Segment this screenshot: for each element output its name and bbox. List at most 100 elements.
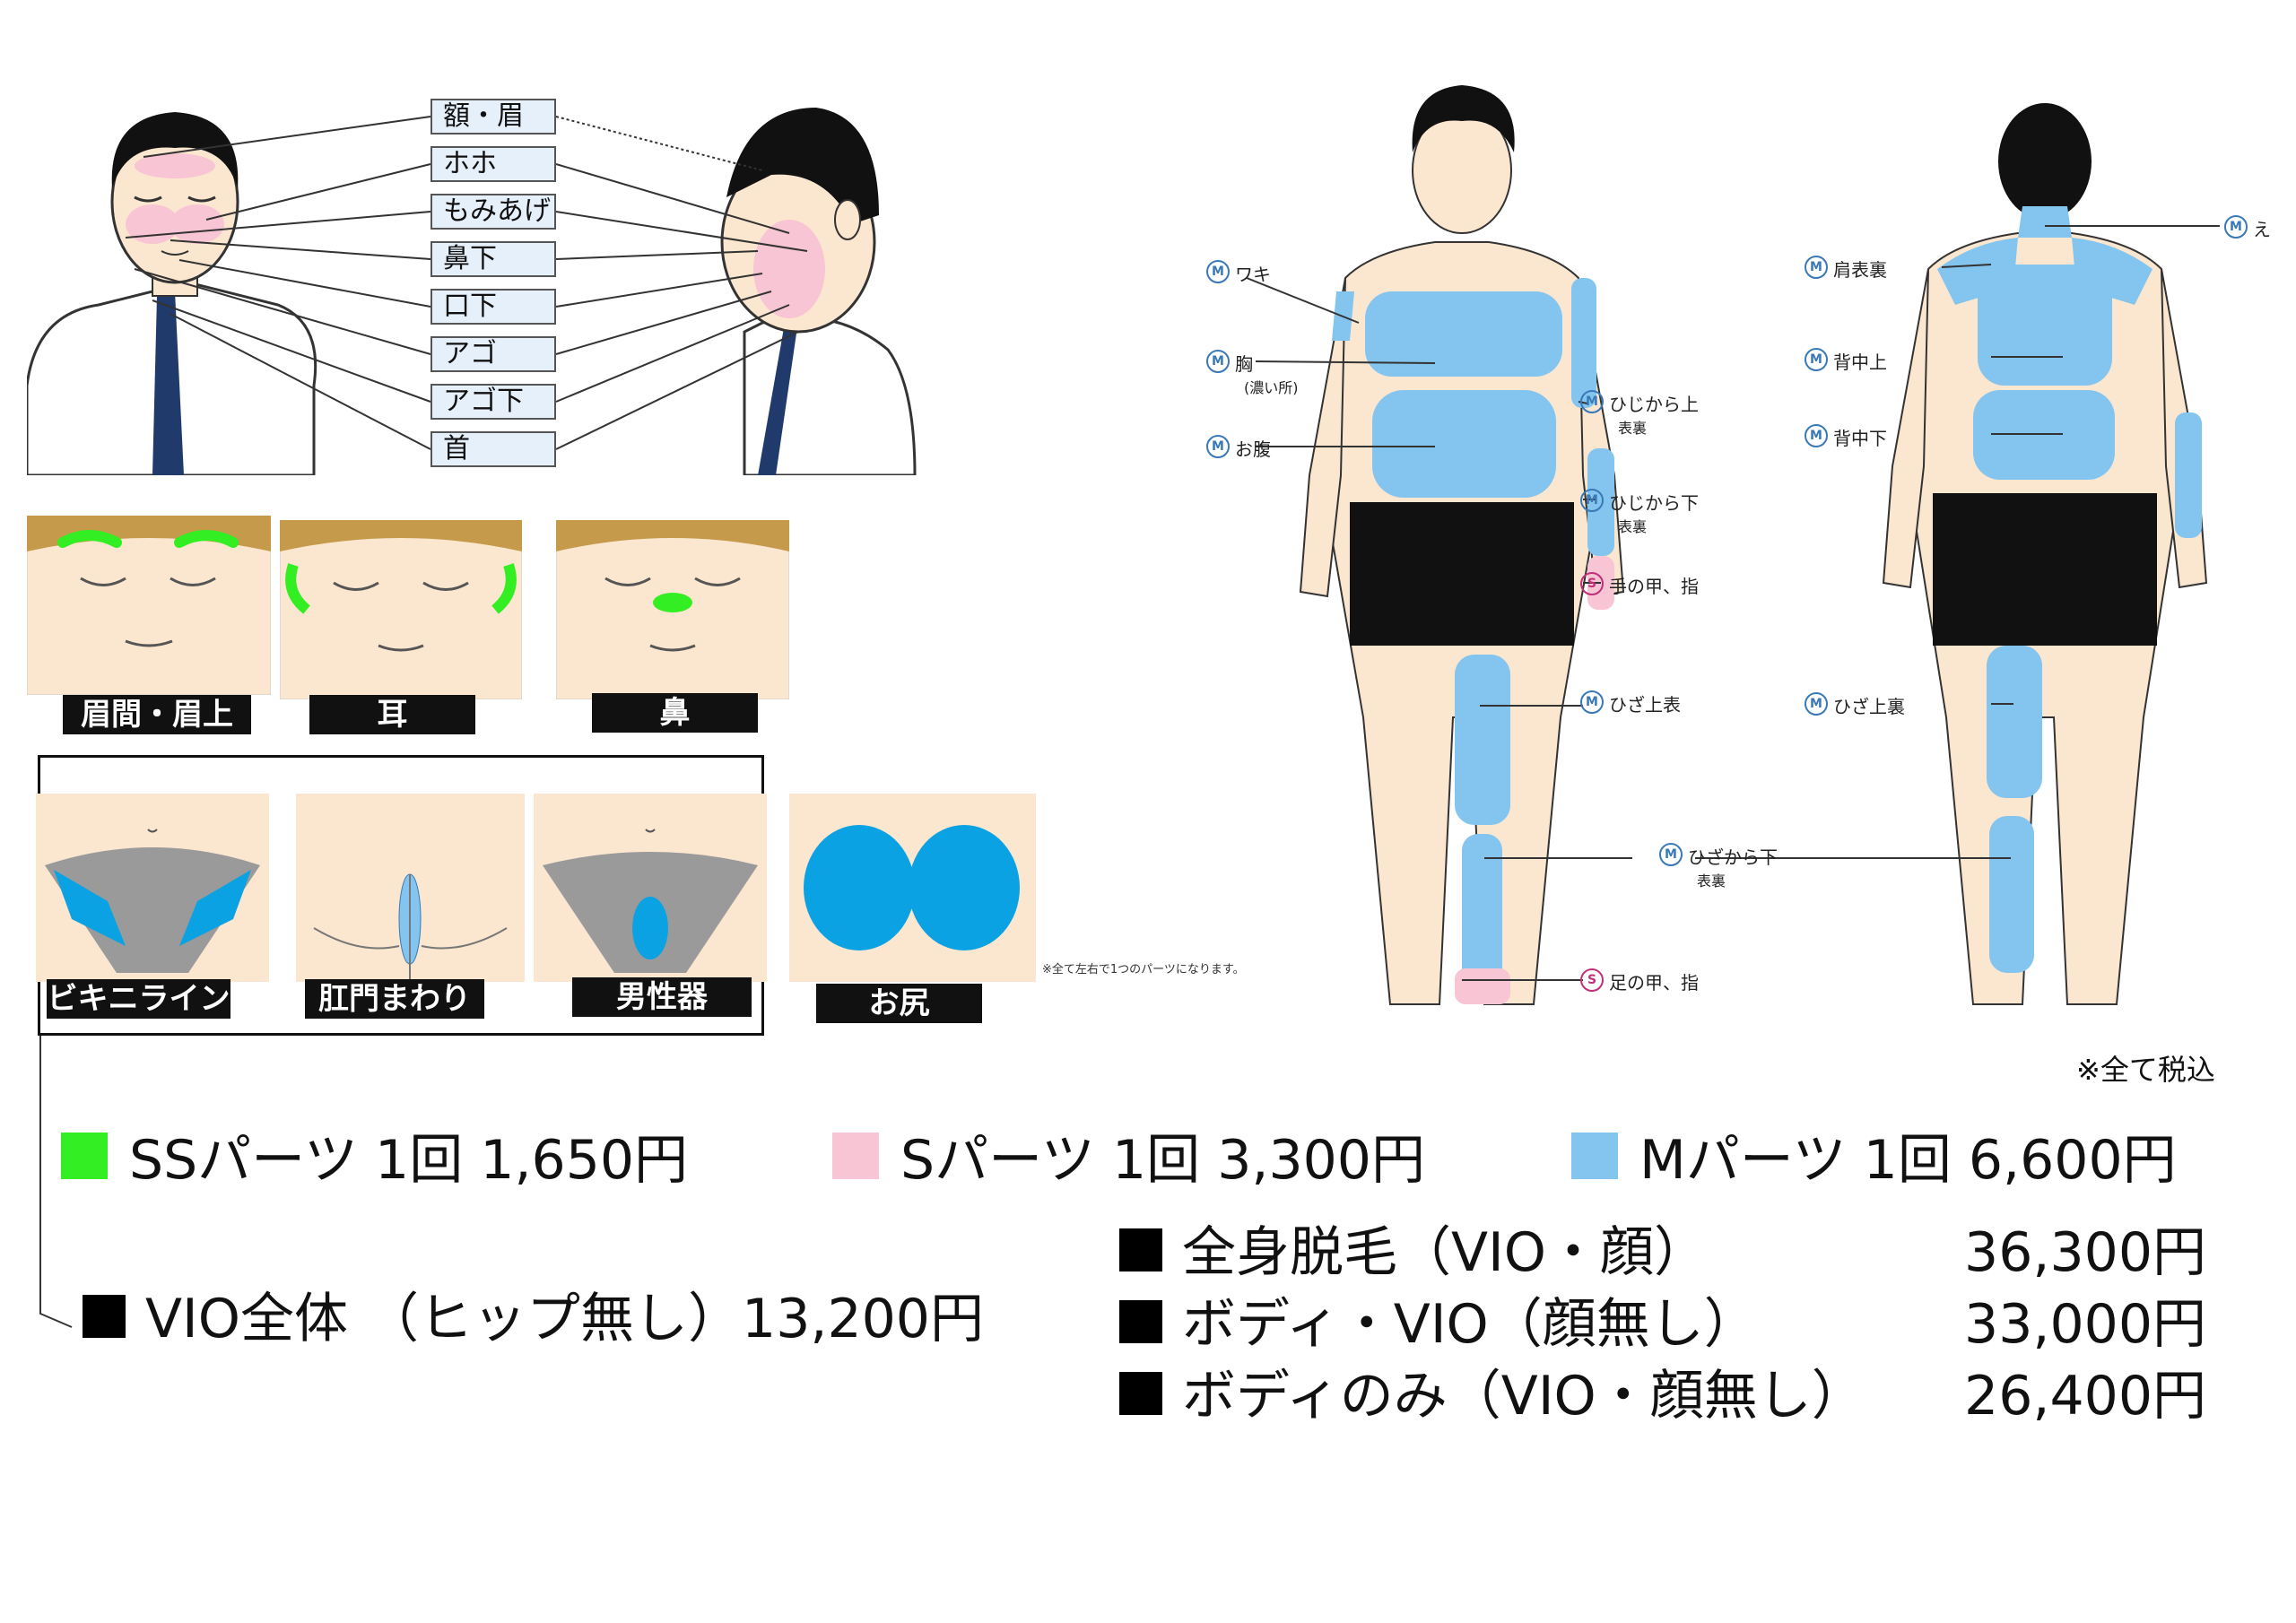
- face-leader-lines: [125, 116, 808, 450]
- body-part-text: お腹: [1235, 438, 1271, 460]
- front-body-illustration: [1299, 85, 1625, 1005]
- body-part-subtext: (濃い所): [1244, 379, 1299, 396]
- bullet-square: [1119, 1228, 1162, 1272]
- size-badge-icon: M: [1580, 390, 1604, 413]
- body-part-text: 背中下: [1833, 428, 1887, 449]
- legend-m: Mパーツ 1回 6,600円: [1571, 1116, 2177, 1194]
- face-part-label: もみあげ: [430, 194, 556, 230]
- body-part-text: ひざ上裏: [1833, 696, 1905, 717]
- plan-price: 26,400円: [1964, 1365, 2206, 1428]
- plan-price: 36,300円: [1964, 1221, 2206, 1284]
- ss-part-label: 耳: [309, 695, 475, 734]
- face-part-label: 額・眉: [430, 99, 556, 135]
- s-swatch: [832, 1132, 879, 1179]
- size-badge-icon: M: [1805, 424, 1828, 447]
- face-part-label: 口下: [430, 289, 556, 325]
- body-part-text: ひじから上: [1609, 394, 1699, 415]
- body-part-text: ひざから下: [1688, 846, 1778, 868]
- size-badge-icon: M: [1805, 692, 1828, 716]
- hip-part-label: お尻: [816, 984, 982, 1023]
- plan-row: 全身脱毛（VIO・顔）: [1119, 1209, 1708, 1287]
- size-badge-icon: M: [1659, 843, 1683, 866]
- ss-parts-row: 眉間・眉上 耳 鼻: [27, 516, 798, 735]
- bullet-square: [83, 1295, 126, 1339]
- plan-row: ボディ・VIO（顔無し）: [1119, 1280, 1758, 1358]
- vio-part-label: 男性器: [572, 977, 752, 1017]
- size-badge-icon: M: [1206, 350, 1230, 373]
- body-part-text: 胸: [1235, 353, 1253, 375]
- vio-note: ※全て左右で1つのパーツになります。: [1042, 963, 1245, 976]
- body-part-text: 足の甲、指: [1609, 972, 1699, 994]
- tax-note: ※全て税込: [2076, 1053, 2215, 1087]
- body-diagram: [1246, 85, 2220, 1005]
- vio-plan: VIO全体 （ヒップ無し）13,200円: [83, 1275, 984, 1353]
- face-part-label: 首: [430, 431, 556, 467]
- bikini-line-icon: [36, 794, 269, 982]
- face-part-label: アゴ: [430, 336, 556, 372]
- body-part-subtext: 表裏: [1697, 872, 1726, 890]
- plan-price: 33,000円: [1964, 1293, 2206, 1356]
- side-man-illustration: [720, 108, 917, 475]
- bullet-square: [1119, 1300, 1162, 1344]
- size-badge-icon: M: [1206, 435, 1230, 458]
- legend-ss: SSパーツ 1回 1,650円: [61, 1116, 688, 1194]
- size-badge-icon: M: [1206, 260, 1230, 283]
- body-part-text: ひざ上表: [1609, 694, 1681, 716]
- face-diagram: [27, 108, 917, 475]
- face-part-label: ホホ: [430, 146, 556, 182]
- body-part-text: 肩表裏: [1833, 259, 1887, 281]
- plan-name: ボディ・VIO（顔無し）: [1182, 1293, 1758, 1356]
- size-badge-icon: M: [2224, 215, 2248, 239]
- vio-plan-text: VIO全体 （ヒップ無し）13,200円: [145, 1288, 984, 1350]
- body-leader-lines: [1246, 225, 2220, 981]
- body-part-text: ワキ: [1235, 264, 1271, 285]
- size-badge-icon: M: [1805, 348, 1828, 371]
- genital-area-icon: [534, 794, 767, 982]
- body-part-text: え: [2253, 219, 2271, 240]
- ear-area-face-icon: [280, 520, 522, 699]
- legend-m-text: Mパーツ 1回 6,600円: [1639, 1129, 2177, 1192]
- body-part-subtext: 表裏: [1618, 518, 1648, 535]
- body-part-subtext: 表裏: [1618, 420, 1648, 437]
- legend-ss-text: SSパーツ 1回 1,650円: [129, 1129, 689, 1192]
- back-body-illustration: [1882, 103, 2208, 1005]
- eyebrow-area-face-icon: [27, 516, 271, 695]
- ss-part-label: 眉間・眉上: [63, 695, 251, 734]
- ss-part-label: 鼻: [592, 693, 758, 733]
- face-part-label: アゴ下: [430, 384, 556, 420]
- front-man-illustration: [27, 112, 317, 475]
- body-part-text: 背中上: [1833, 352, 1887, 373]
- size-badge-icon: M: [1580, 690, 1604, 714]
- ss-swatch: [61, 1132, 108, 1179]
- legend-s-text: Sパーツ 1回 3,300円: [900, 1129, 1425, 1192]
- bullet-square: [1119, 1372, 1162, 1416]
- vio-part-label: ビキニライン: [47, 979, 230, 1019]
- size-badge-icon: M: [1805, 256, 1828, 279]
- body-part-text: ひじから下: [1609, 492, 1699, 514]
- size-badge-icon: S: [1580, 572, 1604, 595]
- plan-row: ボディのみ（VIO・顔無し）: [1119, 1352, 1866, 1430]
- face-part-label: 鼻下: [430, 241, 556, 277]
- size-badge-icon: M: [1580, 489, 1604, 512]
- legend-s: Sパーツ 1回 3,300円: [832, 1116, 1425, 1194]
- body-part-text: 手の甲、指: [1609, 576, 1699, 597]
- nose-area-face-icon: [556, 520, 789, 699]
- plan-name: ボディのみ（VIO・顔無し）: [1182, 1365, 1866, 1428]
- vio-bracket: [39, 1036, 73, 1328]
- vio-part-label: 肛門まわり: [305, 979, 484, 1019]
- plan-name: 全身脱毛（VIO・顔）: [1182, 1221, 1708, 1284]
- hip-icon: [789, 794, 1036, 982]
